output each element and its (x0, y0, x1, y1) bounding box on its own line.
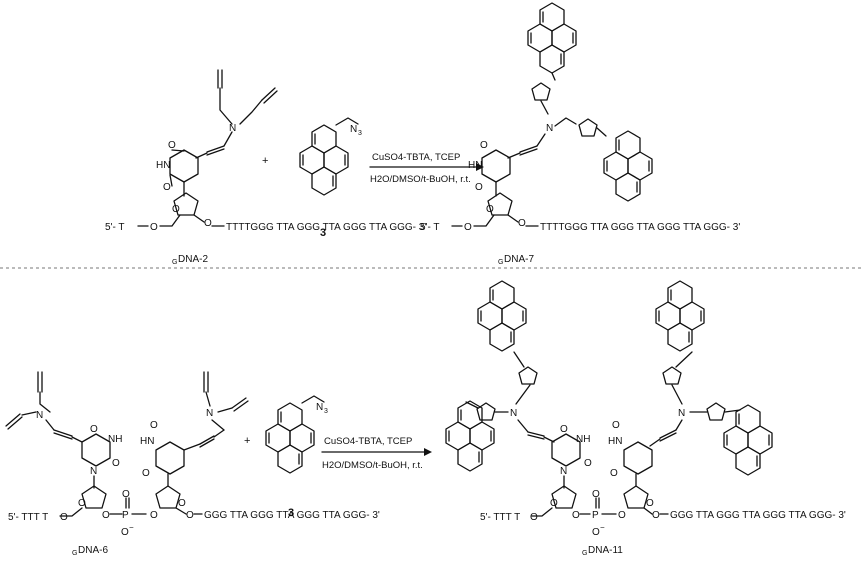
product-sugar-o: O (486, 204, 494, 215)
product-amine-n: N (546, 123, 553, 134)
carbonyl-o2-label: O (163, 182, 171, 193)
product-hn-label: HN (468, 160, 482, 171)
p-p-o: O (592, 489, 600, 500)
top-product-label-sub: G (498, 259, 503, 266)
b1-p-o-label: O (122, 489, 130, 500)
top-reactant-gdna2: N O HN O O O 5'- T O TTTTGGG TTA GGG TTA… (105, 69, 426, 266)
b2-hn-label: HN (140, 436, 154, 447)
amine-n-label: N (229, 123, 236, 134)
azide-n-label: N (350, 124, 357, 135)
p-o3-1: O (572, 510, 580, 521)
top-plus: + (262, 155, 268, 167)
bottom-arrow: CuSO4-TBTA, TCEP H2O/DMSO/t-BuOH, r.t. (321, 436, 432, 471)
b1-p-label: P (122, 510, 129, 521)
b1-nh-label: NH (108, 434, 122, 445)
b1-ominus: O (121, 527, 129, 538)
product-o2-label: O (475, 182, 483, 193)
b1-o3-label: O (102, 510, 110, 521)
top-conditions-2: H2O/DMSO/t-BuOH, r.t. (370, 174, 471, 185)
bottom-reactant-sequence: GGG TTA GGG TTA GGG TTA GGG- 3' (204, 510, 380, 521)
azide-sub: 3 (358, 130, 362, 137)
b2-o2-label: O (150, 420, 158, 431)
product-o3-label: O (518, 218, 526, 229)
p-o2-label: O (584, 458, 592, 469)
b2-o3-label: O (186, 510, 194, 521)
b-azide-sub: 3 (324, 408, 328, 415)
bottom-reagent-pyrene-azide: N 3 3 (265, 395, 328, 519)
p-ominus: O (592, 527, 600, 538)
b2-amine-n: N (206, 408, 213, 419)
b1-n-label: N (90, 466, 97, 477)
p-o5-2: O (618, 510, 626, 521)
top-conditions-1: CuSO4-TBTA, TCEP (372, 152, 460, 163)
bottom-plus: + (244, 435, 250, 447)
top-product-sequence: TTTTGGG TTA GGG TTA GGG TTA GGG- 3' (540, 222, 740, 233)
b1-o5-label: O (60, 512, 68, 523)
product-o5-label: O (464, 222, 472, 233)
bottom-product-label: DNA-11 (588, 545, 623, 556)
bottom-five-prime-a: 5'- TTT T (8, 512, 48, 523)
b2-o-label: O (142, 468, 150, 479)
p-nh-label: NH (576, 434, 590, 445)
bottom-five-prime-b: 5'- TTT T (480, 512, 520, 523)
product-o-label: O (480, 140, 488, 151)
top-product-label: DNA-7 (504, 254, 534, 265)
p-n-label: N (560, 466, 567, 477)
p-sugar-o2: O (646, 498, 654, 509)
p-hn-label: HN (608, 436, 622, 447)
b-azide-n-label: N (316, 402, 323, 413)
b1-o2-label: O (90, 424, 98, 435)
top-reactant-label-sub: G (172, 259, 177, 266)
o5-label: O (150, 222, 158, 233)
bottom-reactant-label-sub: G (72, 550, 77, 557)
p-p-label: P (592, 510, 599, 521)
p-o3-2: O (652, 510, 660, 521)
b1-sugar-o: O (78, 498, 86, 509)
bottom-conditions-2: H2O/DMSO/t-BuOH, r.t. (322, 460, 423, 471)
bottom-reactant-gdna6: N NH O O N O O P O O − 5'- TTT T O O O O… (5, 371, 380, 557)
top-arrow: CuSO4-TBTA, TCEP H2O/DMSO/t-BuOH, r.t. (369, 152, 484, 185)
top-product-gdna7: N O HN O O O 5'- T O TTTTGGG TTA GGG TTA… (420, 2, 740, 266)
b2-sugar-o: O (178, 498, 186, 509)
b2-o5-label: O (150, 510, 158, 521)
top-reactant-label: DNA-2 (178, 254, 208, 265)
p-o-label: O (560, 424, 568, 435)
p-o-label2: O (610, 468, 618, 479)
sugar-o-label: O (172, 204, 180, 215)
p-minus: − (600, 523, 605, 532)
p-o-label3: O (612, 420, 620, 431)
b1-o-label: O (112, 458, 120, 469)
top-reactant-sequence: TTTTGGG TTA GGG TTA GGG TTA GGG- 3' (226, 222, 426, 233)
top-reagent-number: 3 (320, 227, 326, 239)
o3-label: O (204, 218, 212, 229)
p-sugar-o1: O (550, 498, 558, 509)
top-five-prime-b: 5'- T (420, 222, 440, 233)
p-o5-1: O (530, 512, 538, 523)
b1-minus: − (129, 523, 134, 532)
bottom-product-sequence: GGG TTA GGG TTA GGG TTA GGG- 3' (670, 510, 846, 521)
top-reagent-pyrene-azide: N 3 3 (299, 117, 362, 239)
hn-label: HN (156, 160, 170, 171)
carbonyl-o-label: O (168, 140, 176, 151)
top-five-prime-a: 5'- T (105, 222, 125, 233)
p-amine-n1: N (510, 408, 517, 419)
bottom-product-label-sub: G (582, 550, 587, 557)
bottom-product-gdna11: N N NH O O N O O P O O − 5'- TTT T O (445, 280, 846, 557)
bottom-reactant-label: DNA-6 (78, 545, 108, 556)
p-amine-n2: N (678, 408, 685, 419)
bottom-reagent-number: 3 (288, 507, 294, 519)
bottom-conditions-1: CuSO4-TBTA, TCEP (324, 436, 412, 447)
b1-amine-n: N (36, 410, 43, 421)
